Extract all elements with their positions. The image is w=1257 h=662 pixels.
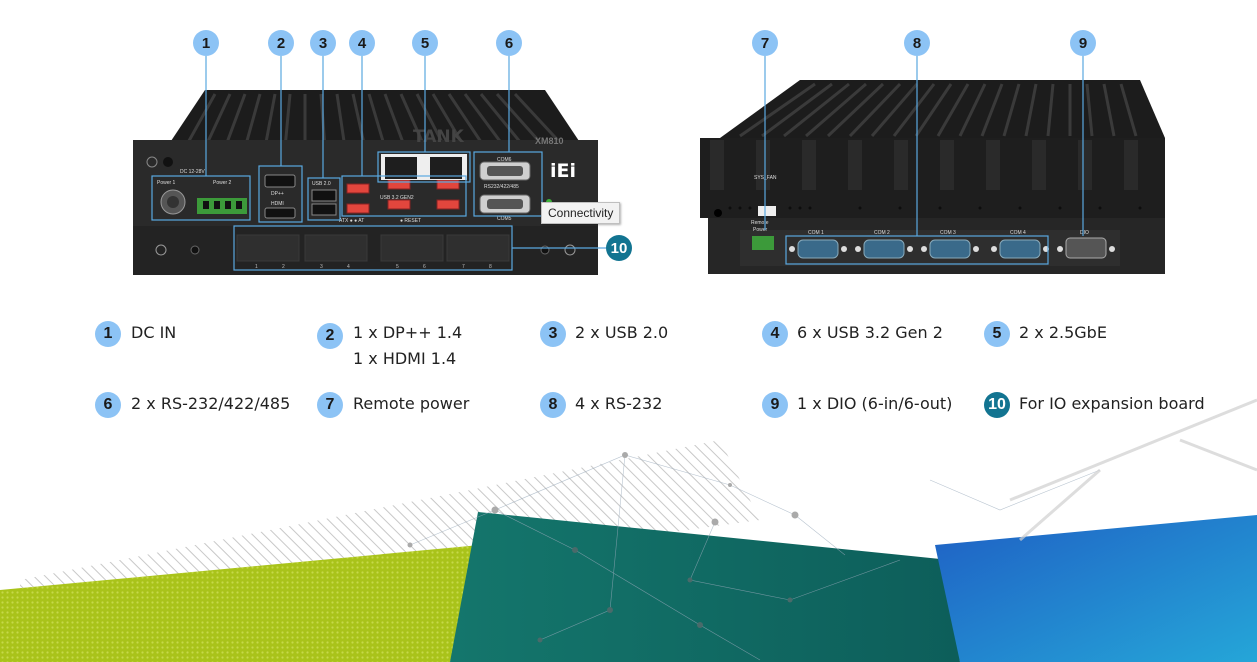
callout-8: 8 [904,30,930,56]
power1-label: Power 1 [157,180,176,186]
legend-badge-9: 9 [762,392,788,418]
legend-text-5: 2 x 2.5GbE [1019,323,1107,342]
legend-text-4: 6 x USB 3.2 Gen 2 [797,323,943,342]
legend-badge-1: 1 [95,321,121,347]
slot-1: 1 [255,264,258,270]
legend-badge-6: 6 [95,392,121,418]
legend-text-2b: 1 x HDMI 1.4 [353,349,457,368]
callout-2: 2 [268,30,294,56]
legend-text-3: 2 x USB 2.0 [575,323,669,342]
dio-label: DIO [1080,230,1089,236]
atat-label: ATX ● ● AT [339,218,364,224]
dc-label: DC 12-28V [180,169,205,175]
slot-5: 5 [396,264,399,270]
com6-label: COM6 [497,157,512,163]
callout-6: 6 [496,30,522,56]
usb2-label: USB 2.0 [312,181,331,187]
slot-8: 8 [489,264,492,270]
dp-label: DP++ [271,191,284,197]
power2-label: Power 2 [213,180,232,186]
com1-label: COM 1 [808,230,824,236]
com4-label: COM 4 [1010,230,1026,236]
legend-text-8: 4 x RS-232 [575,394,663,413]
legend-badge-5: 5 [984,321,1010,347]
model-text: XM810 [535,136,564,146]
front-device-image: TANK XM810 iEi DC 12-28V Power 1 Power 2… [133,90,598,275]
callout-lines [151,56,1084,271]
legend-text-10: For IO expansion board [1019,394,1205,413]
reset-label: ● RESET [400,218,421,224]
com3-label: COM 3 [940,230,956,236]
slot-7: 7 [462,264,465,270]
legend-badge-3: 3 [540,321,566,347]
callout-4: 4 [349,30,375,56]
legend-badge-2: 2 [317,323,343,349]
legend-text-9: 1 x DIO (6-in/6-out) [797,394,953,413]
legend-text-7: Remote power [353,394,470,413]
legend-badge-4: 4 [762,321,788,347]
com5-label: COM5 [497,216,512,222]
connectivity-tooltip: Connectivity [541,202,621,224]
callout-3: 3 [310,30,336,56]
callout-1: 1 [193,30,219,56]
slot-6: 6 [423,264,426,270]
rs-label: RS232/422/485 [484,184,519,190]
legend-text-1: DC IN [131,323,177,342]
legend-text-2a: 1 x DP++ 1.4 [353,323,463,342]
legend-text-6: 2 x RS-232/422/485 [131,394,291,413]
legend-badge-8: 8 [540,392,566,418]
usb32-label: USB 3.2 GEN2 [380,195,414,201]
callout-5: 5 [412,30,438,56]
slot-4: 4 [347,264,350,270]
iei-logo: iEi [550,160,576,182]
callout-9: 9 [1070,30,1096,56]
hdmi-label: HDMI [271,201,284,207]
legend-badge-10: 10 [984,392,1010,418]
callout-10: 10 [606,235,632,261]
com2-label: COM 2 [874,230,890,236]
callout-7: 7 [752,30,778,56]
brand-text: TANK [413,127,465,147]
legend-badge-7: 7 [317,392,343,418]
slot-2: 2 [282,264,285,270]
remote-label: Remote [751,220,769,226]
slot-3: 3 [320,264,323,270]
power-label: Power [753,227,768,233]
